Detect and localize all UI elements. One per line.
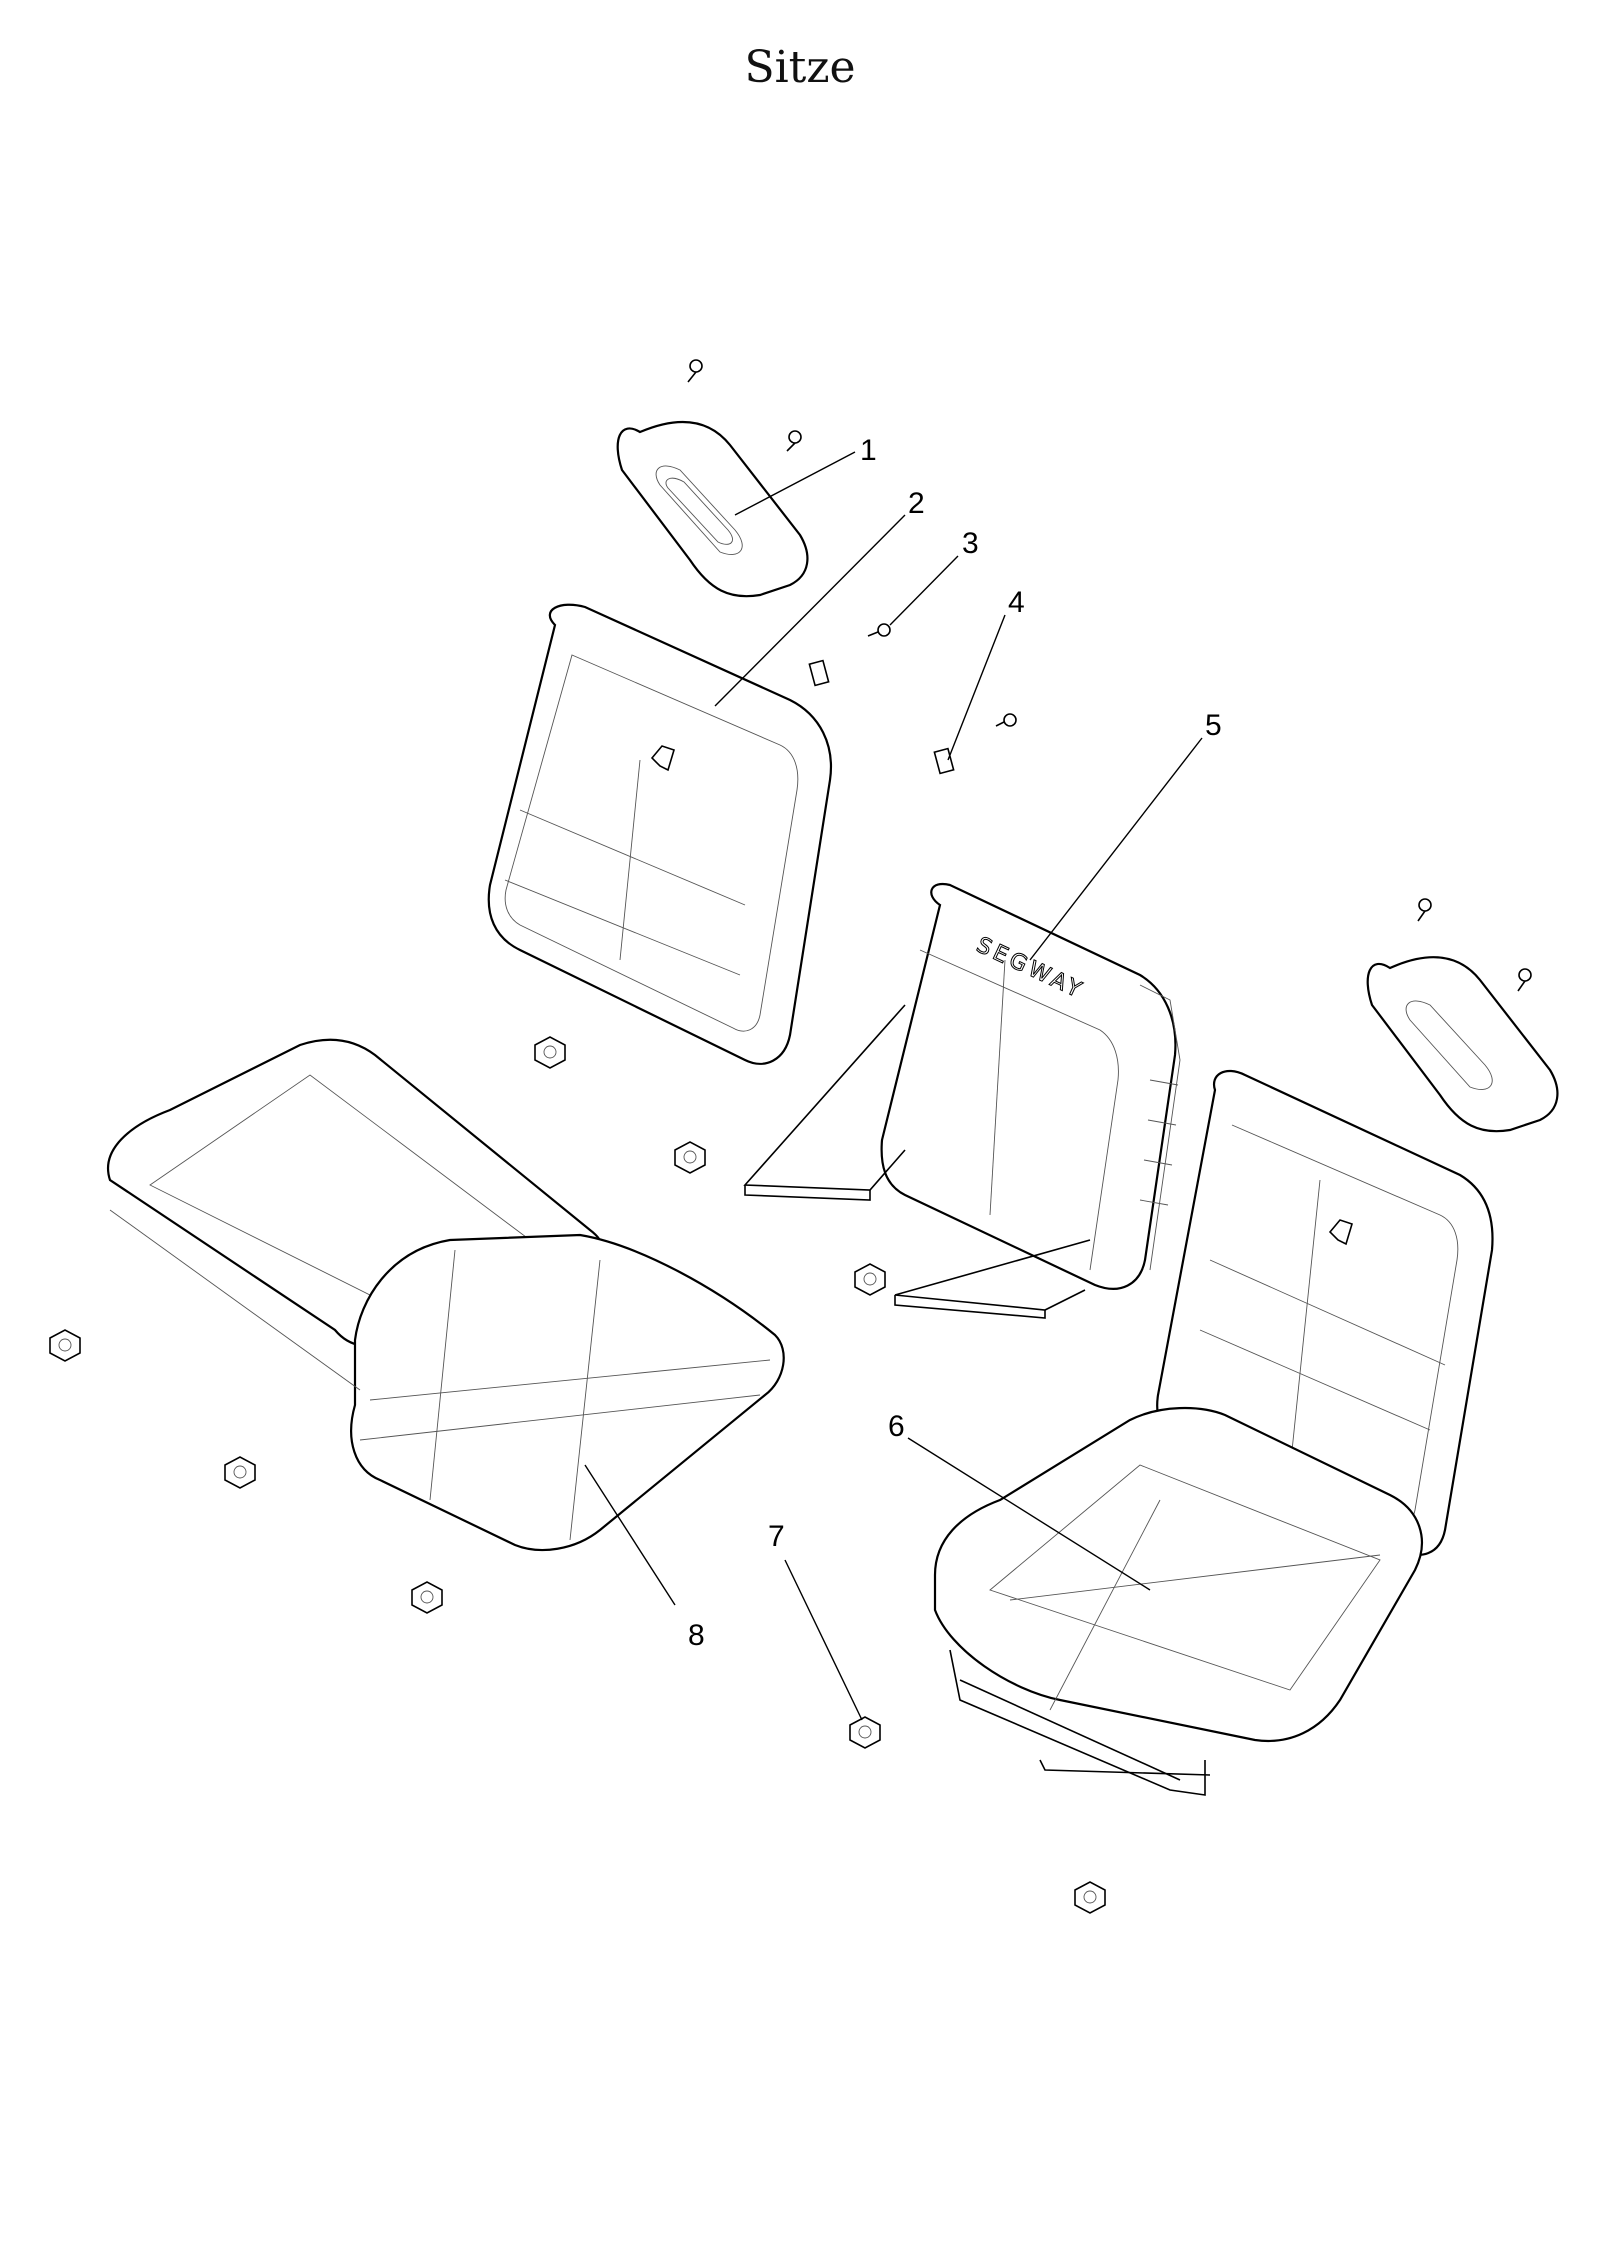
headrest-right <box>1366 956 1559 1133</box>
callout-1: 1 <box>860 434 877 467</box>
leader-7 <box>784 1559 863 1721</box>
nut <box>49 1329 81 1362</box>
screw-right-2 <box>1517 968 1532 992</box>
clip-2 <box>933 747 955 775</box>
screw-top-1 <box>687 359 703 383</box>
leader-3 <box>889 555 959 626</box>
nuts <box>49 1036 1106 1914</box>
headrest-left <box>616 420 809 598</box>
screw-right-1 <box>1417 898 1432 922</box>
leader-4 <box>947 614 1006 761</box>
nut <box>534 1036 566 1069</box>
clip-1 <box>808 659 830 687</box>
driver-seat-assembly <box>933 1069 1494 1796</box>
nut <box>411 1581 443 1614</box>
nut <box>1074 1881 1106 1914</box>
nut <box>854 1263 886 1296</box>
screw-3 <box>867 623 891 637</box>
callout-7: 7 <box>768 1520 785 1553</box>
nut <box>849 1716 881 1749</box>
nut <box>224 1456 256 1489</box>
nut <box>674 1141 706 1174</box>
callout-6: 6 <box>888 1410 905 1443</box>
screw-top-2 <box>786 430 802 452</box>
callout-3: 3 <box>962 527 979 560</box>
leader-6 <box>907 1437 1151 1591</box>
page-title: Sitze <box>744 42 856 93</box>
center-backrest-assembly: SEGWAY <box>743 882 1181 1319</box>
leader-5 <box>1029 737 1203 961</box>
callout-5: 5 <box>1205 709 1222 742</box>
screw-4 <box>995 713 1017 727</box>
bench-seat <box>107 1038 785 1552</box>
callout-4: 4 <box>1008 586 1025 619</box>
leader-8 <box>584 1464 676 1606</box>
leader-2 <box>714 514 906 707</box>
leader-1 <box>734 451 856 516</box>
callout-2: 2 <box>908 487 925 520</box>
backrest-left <box>487 603 832 1065</box>
callout-8: 8 <box>688 1619 705 1652</box>
